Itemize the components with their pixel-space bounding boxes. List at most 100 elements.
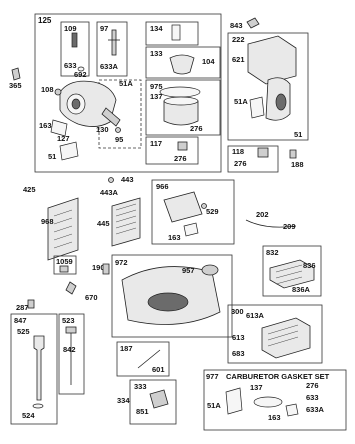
label-334: 334: [117, 396, 130, 405]
muffler-part: [261, 317, 311, 359]
label-51A: 51A: [119, 79, 133, 88]
label-188: 188: [291, 160, 304, 169]
intake-port: [275, 93, 287, 111]
label-524: 524: [22, 411, 35, 420]
kit-832-group: 832 836 836A: [262, 245, 322, 297]
kit-118-group: 118 276: [227, 145, 279, 173]
label-836A: 836A: [292, 285, 311, 294]
label-851: 851: [136, 407, 149, 416]
label-443: 443: [121, 175, 134, 184]
dipstick-tube-part: [33, 335, 45, 401]
label-209: 209: [283, 222, 296, 231]
air-filter-part: [111, 197, 141, 247]
nut-118-part: [257, 147, 269, 158]
gasket-51a-set-part: [225, 387, 243, 415]
label-621: 621: [232, 55, 245, 64]
gasket-51-part: [59, 141, 79, 161]
filter-pleats: [115, 203, 137, 235]
carburetor-assembly-box: [34, 13, 222, 173]
label-97: 97: [100, 24, 108, 33]
needle-part: [71, 32, 78, 48]
label-163c: 163: [268, 413, 281, 422]
label-133: 133: [150, 49, 163, 58]
spring-843-part: [246, 17, 260, 29]
gasket-set-box: [203, 369, 347, 431]
intake-bracket-part: [247, 35, 297, 85]
gasket-set-title: CARBURETOR GASKET SET: [226, 372, 330, 381]
throttle-lever-part: [101, 107, 121, 127]
label-276b: 276: [174, 154, 187, 163]
label-125: 125: [38, 16, 52, 25]
fuel-tank-box: [111, 254, 233, 338]
label-51b: 51: [294, 130, 302, 139]
float-bowl-part: [163, 100, 199, 126]
cover-ribs: [53, 209, 73, 249]
label-633Ab: 633A: [306, 405, 325, 414]
label-134: 134: [150, 24, 163, 33]
label-977: 977: [206, 372, 219, 381]
gasket-137-set-part: [253, 396, 283, 408]
label-842: 842: [63, 345, 76, 354]
label-202: 202: [256, 210, 269, 219]
screw-108-part: [54, 88, 62, 96]
label-51Ab: 51A: [234, 97, 248, 106]
label-127: 127: [57, 134, 70, 143]
bowl-nut-part: [177, 141, 188, 151]
carburetor-bore: [71, 98, 81, 110]
label-365: 365: [9, 81, 22, 90]
label-692: 692: [74, 70, 87, 79]
kit-975-box: [145, 79, 221, 136]
kit-333-group: 333 851: [129, 379, 177, 425]
label-222: 222: [232, 35, 245, 44]
washer-part: [77, 66, 85, 72]
link-202-part: [245, 219, 297, 228]
kit-118-box: [227, 145, 279, 173]
label-843: 843: [230, 21, 243, 30]
dipstick-cap-part: [65, 326, 77, 334]
screw-95-part: [115, 127, 121, 133]
label-975: 975: [150, 82, 163, 91]
kit-966-box: [151, 179, 235, 245]
cap-1059-part: [59, 265, 69, 273]
fitting-529-part: [201, 203, 207, 209]
label-95: 95: [115, 135, 123, 144]
air-cleaner-base-part: [163, 191, 203, 223]
intake-assembly-group: 222 621 51A 51: [227, 32, 309, 141]
bowl-gasket-part: [159, 86, 201, 98]
float-bowl-rim: [163, 96, 199, 106]
label-1059: 1059: [56, 257, 73, 266]
gasket-163b-part: [183, 222, 199, 237]
label-633A: 633A: [100, 62, 119, 71]
gasket-163-part: [50, 119, 68, 137]
jet-part: [171, 24, 181, 41]
label-51Ac: 51A: [207, 401, 221, 410]
stud-365-part: [11, 67, 21, 81]
label-836: 836: [303, 261, 316, 270]
clip-190-part: [102, 263, 110, 275]
label-445: 445: [97, 219, 110, 228]
label-108: 108: [41, 85, 54, 94]
gasket-set-group: 977 CARBURETOR GASKET SET 51A 137 163 27…: [203, 369, 347, 431]
guard-slots: [275, 264, 303, 285]
oring-524-part: [32, 403, 44, 409]
kit-300-box: [227, 304, 323, 364]
label-633: 633: [64, 61, 77, 70]
label-137: 137: [150, 92, 163, 101]
kit-133-box: [145, 46, 221, 79]
label-163a: 163: [39, 121, 52, 130]
label-683: 683: [232, 349, 245, 358]
label-51a: 51: [48, 152, 56, 161]
kit-187-group: 187 601: [116, 341, 170, 377]
label-670: 670: [85, 293, 98, 302]
gasket-51a-part: [249, 96, 265, 119]
label-601: 601: [152, 365, 165, 374]
kit-333-box: [129, 379, 177, 425]
label-190: 190: [92, 263, 105, 272]
label-847: 847: [14, 316, 27, 325]
label-613: 613: [232, 333, 245, 342]
label-333: 333: [134, 382, 147, 391]
kit-134-box: [145, 21, 199, 46]
kit-832-box: [262, 245, 322, 297]
kit-97-box: [96, 21, 128, 77]
label-300: 300: [231, 307, 244, 316]
